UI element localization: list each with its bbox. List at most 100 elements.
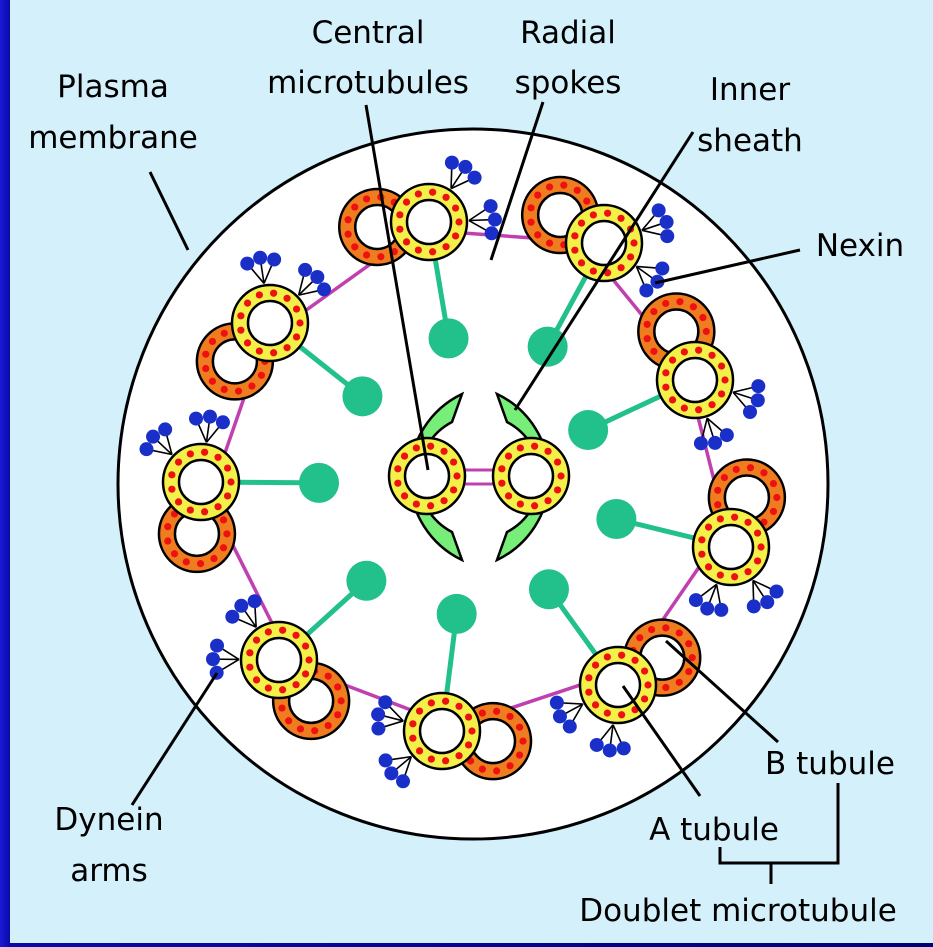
central-microtubule-left bbox=[389, 438, 465, 514]
dynein-head bbox=[379, 753, 393, 767]
spoke-head bbox=[299, 463, 339, 503]
protofilament-dot bbox=[705, 524, 712, 531]
protofilament-dot bbox=[201, 449, 208, 456]
protofilament-dot bbox=[517, 500, 524, 507]
protofilament-dot bbox=[197, 560, 204, 567]
dynein-head bbox=[743, 405, 757, 419]
protofilament-dot bbox=[440, 448, 447, 455]
dynein-head bbox=[240, 257, 254, 271]
protofilament-dot bbox=[244, 339, 251, 346]
dynein-head bbox=[603, 743, 617, 757]
protofilament-dot bbox=[413, 500, 420, 507]
label-plasma-line1: Plasma bbox=[57, 69, 169, 105]
protofilament-dot bbox=[676, 629, 683, 636]
protofilament-dot bbox=[292, 632, 299, 639]
protofilament-dot bbox=[325, 673, 332, 680]
protofilament-dot bbox=[427, 443, 434, 450]
central-microtubule-right-lumen bbox=[509, 454, 553, 498]
label-inner-line2: sheath bbox=[697, 123, 803, 159]
protofilament-dot bbox=[455, 703, 462, 710]
protofilament-dot bbox=[721, 474, 728, 481]
dynein-head bbox=[747, 599, 761, 613]
protofilament-dot bbox=[516, 751, 523, 758]
label-radial-line1: Radial bbox=[520, 15, 616, 51]
label-plasma-line2: membrane bbox=[28, 120, 198, 156]
protofilament-dot bbox=[338, 697, 345, 704]
protofilament-dot bbox=[534, 192, 541, 199]
dynein-head bbox=[158, 422, 172, 436]
protofilament-dot bbox=[187, 506, 194, 513]
protofilament-dot bbox=[325, 722, 332, 729]
protofilament-dot bbox=[224, 492, 231, 499]
a-tubule bbox=[391, 184, 467, 260]
spoke-head bbox=[529, 569, 569, 609]
protofilament-dot bbox=[278, 704, 285, 711]
protofilament-dot bbox=[296, 319, 303, 326]
a-tubule bbox=[693, 509, 769, 585]
protofilament-dot bbox=[689, 654, 696, 661]
protofilament-dot bbox=[618, 711, 625, 718]
protofilament-dot bbox=[770, 508, 777, 515]
protofilament-dot bbox=[681, 348, 688, 355]
protofilament-dot bbox=[708, 352, 715, 359]
protofilament-dot bbox=[695, 347, 702, 354]
protofilament-dot bbox=[546, 183, 553, 190]
a-tubule-lumen bbox=[673, 358, 717, 402]
label-dynein-line1: Dynein bbox=[54, 802, 163, 838]
protofilament-dot bbox=[221, 386, 228, 393]
protofilament-dot bbox=[455, 218, 462, 225]
dynein-head bbox=[203, 410, 217, 424]
protofilament-dot bbox=[237, 312, 244, 319]
label-nexin: Nexin bbox=[816, 228, 904, 264]
protofilament-dot bbox=[351, 243, 358, 250]
protofilament-dot bbox=[246, 649, 253, 656]
protofilament-dot bbox=[452, 232, 459, 239]
protofilament-dot bbox=[409, 735, 416, 742]
protofilament-dot bbox=[442, 243, 449, 250]
protofilament-dot bbox=[698, 551, 705, 558]
protofilament-dot bbox=[270, 290, 277, 297]
protofilament-dot bbox=[409, 720, 416, 727]
dynein-head bbox=[396, 774, 410, 788]
protofilament-dot bbox=[253, 637, 260, 644]
protofilament-dot bbox=[396, 211, 403, 218]
protofilament-dot bbox=[527, 204, 534, 211]
dynein-head bbox=[484, 199, 498, 213]
dynein-head bbox=[234, 599, 248, 613]
dynein-head bbox=[550, 696, 564, 710]
dynein-head bbox=[590, 738, 604, 752]
protofilament-dot bbox=[604, 709, 611, 716]
protofilament-dot bbox=[669, 357, 676, 364]
doublet-microtubule bbox=[159, 444, 239, 572]
protofilament-dot bbox=[351, 203, 358, 210]
protofilament-dot bbox=[690, 303, 697, 310]
protofilament-dot bbox=[429, 189, 436, 196]
protofilament-dot bbox=[175, 498, 182, 505]
protofilament-dot bbox=[617, 264, 624, 271]
protofilament-dot bbox=[531, 502, 538, 509]
protofilament-dot bbox=[244, 300, 251, 307]
protofilament-dot bbox=[773, 494, 780, 501]
protofilament-dot bbox=[265, 628, 272, 635]
protofilament-dot bbox=[202, 351, 209, 358]
protofilament-dot bbox=[714, 487, 721, 494]
protofilament-dot bbox=[202, 365, 209, 372]
protofilament-dot bbox=[592, 662, 599, 669]
protofilament-dot bbox=[450, 486, 457, 493]
protofilament-dot bbox=[585, 674, 592, 681]
protofilament-dot bbox=[578, 259, 585, 266]
spoke-head bbox=[342, 376, 382, 416]
protofilament-dot bbox=[493, 767, 500, 774]
protofilament-dot bbox=[209, 378, 216, 385]
protofilament-dot bbox=[641, 667, 648, 674]
protofilament-dot bbox=[279, 627, 286, 634]
protofilament-dot bbox=[305, 656, 312, 663]
protofilament-dot bbox=[648, 626, 655, 633]
dynein-head bbox=[206, 652, 220, 666]
protofilament-dot bbox=[531, 443, 538, 450]
label-radial-line2: spokes bbox=[515, 65, 622, 101]
protofilament-dot bbox=[235, 388, 242, 395]
protofilament-dot bbox=[187, 450, 194, 457]
dynein-head bbox=[563, 720, 577, 734]
